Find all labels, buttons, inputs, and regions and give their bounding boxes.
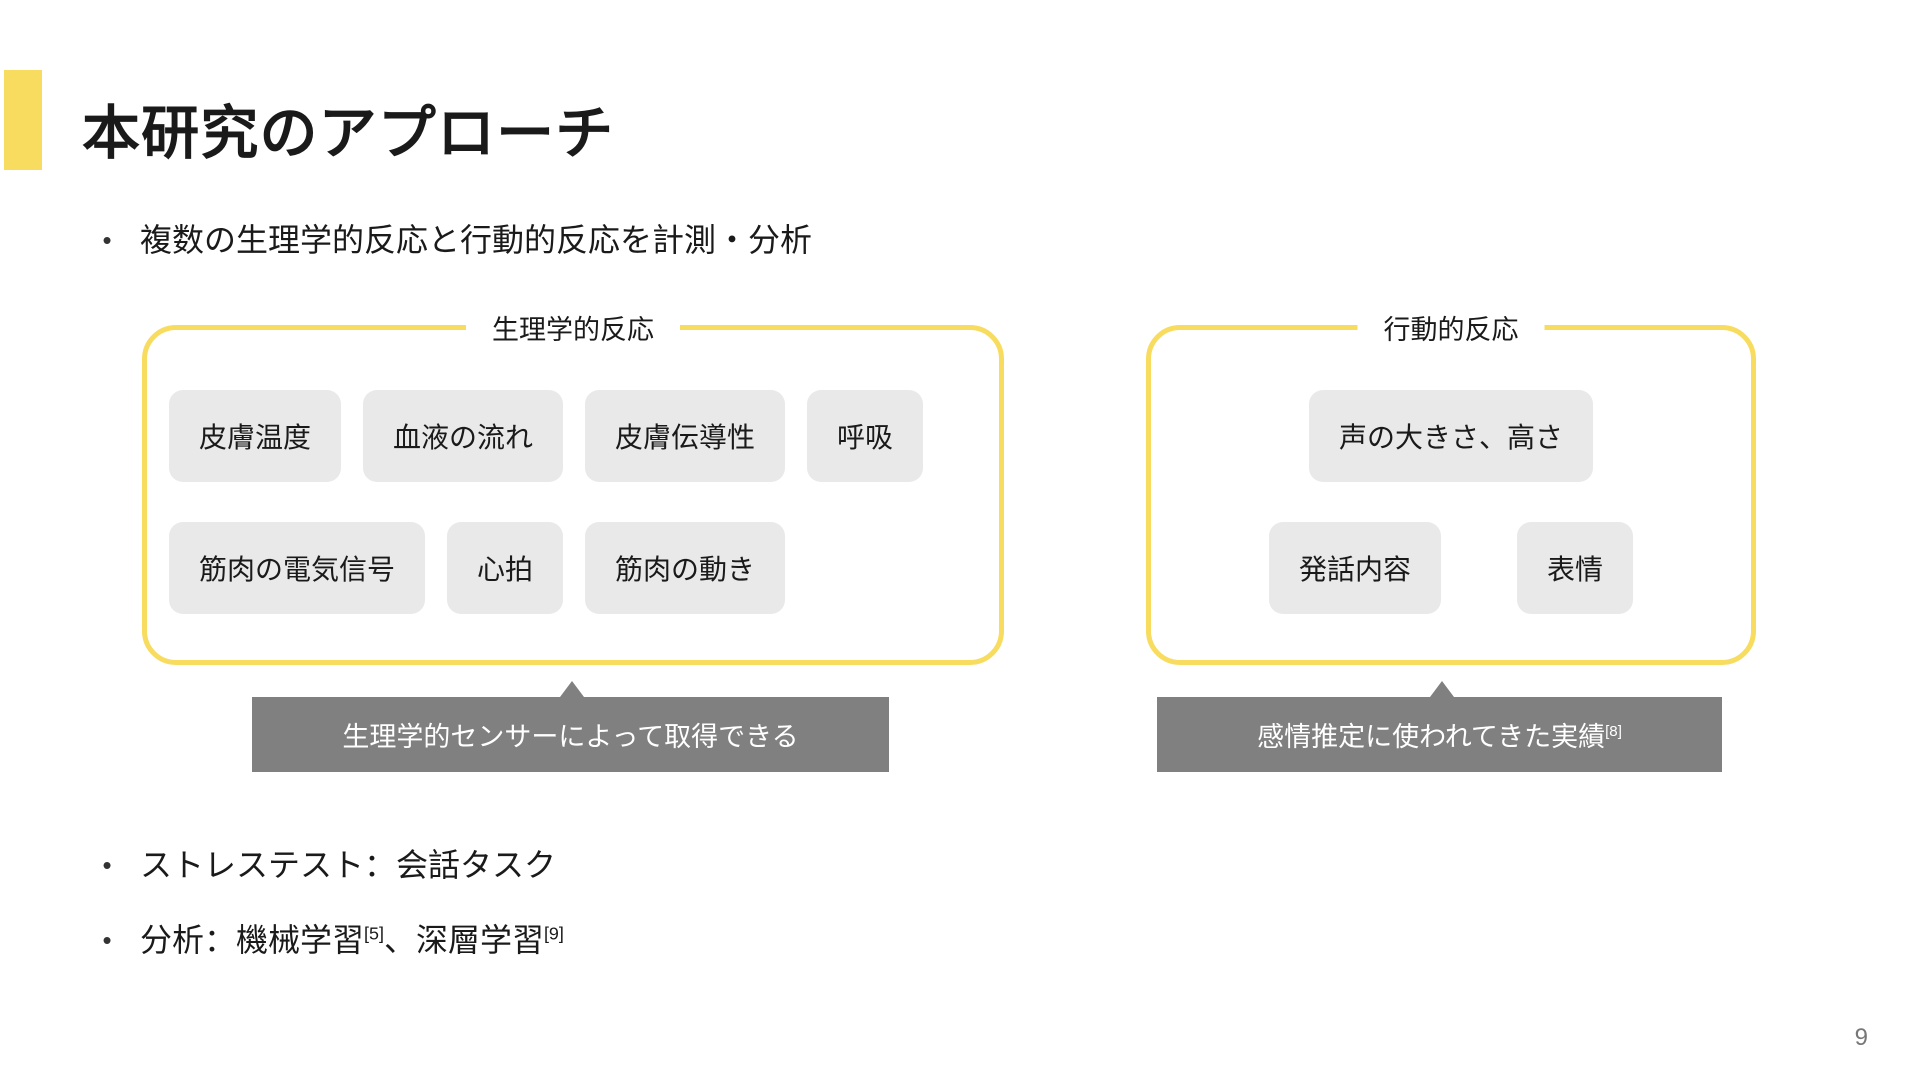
citation-ref: [8] bbox=[1605, 723, 1622, 740]
bullet-item-approach: • 複数の生理学的反応と行動的反応を計測・分析 bbox=[96, 220, 812, 260]
bullet-label: ストレステスト：会話タスク bbox=[140, 847, 557, 883]
callout-behavioral: 感情推定に使われてきた実績[8] bbox=[1157, 681, 1722, 772]
chip-row-physiological-1: 皮膚温度 血液の流れ 皮膚伝導性 呼吸 bbox=[169, 390, 924, 482]
bullet-marker: • bbox=[102, 225, 112, 255]
chip-item: 発話内容 bbox=[1268, 522, 1441, 614]
bullet-item-stress-test: • ストレステスト：会話タスク bbox=[96, 845, 556, 885]
bullet-label: 分析：機械学習[5]、深層学習[9] bbox=[140, 922, 564, 958]
bullet-label: 複数の生理学的反応と行動的反応を計測・分析 bbox=[140, 222, 813, 258]
callout-arrow-icon bbox=[1430, 681, 1454, 697]
bullet-item-analysis: • 分析：機械学習[5]、深層学習[9] bbox=[96, 920, 564, 960]
callout-arrow-icon bbox=[560, 681, 584, 697]
chip-item: 筋肉の電気信号 bbox=[169, 522, 426, 614]
callout-label: 感情推定に使われてきた実績[8] bbox=[1257, 722, 1622, 752]
chip-item: 心拍 bbox=[447, 522, 564, 614]
chip-item: 血液の流れ bbox=[363, 390, 564, 482]
chip-row-behavioral-1: 声の大きさ、高さ bbox=[1151, 390, 1751, 482]
chip-row-physiological-2: 筋肉の電気信号 心拍 筋肉の動き bbox=[169, 522, 786, 614]
page-number: 9 bbox=[1854, 1024, 1868, 1051]
group-label-behavioral: 行動的反応 bbox=[1357, 308, 1545, 352]
title-accent-bar bbox=[4, 70, 42, 170]
callout-label: 生理学的センサーによって取得できる bbox=[342, 722, 799, 752]
group-behavioral: 行動的反応 声の大きさ、高さ 発話内容 表情 bbox=[1146, 308, 1756, 665]
bullet-marker: • bbox=[102, 850, 112, 880]
page-title: 本研究のアプローチ bbox=[82, 100, 615, 166]
group-physiological: 生理学的反応 皮膚温度 血液の流れ 皮膚伝導性 呼吸 筋肉の電気信号 心拍 筋肉… bbox=[142, 308, 1004, 665]
chip-item: 呼吸 bbox=[807, 390, 924, 482]
chip-item: 声の大きさ、高さ bbox=[1308, 390, 1593, 482]
chip-item: 皮膚温度 bbox=[169, 390, 342, 482]
chip-item: 皮膚伝導性 bbox=[585, 390, 786, 482]
chip-item: 筋肉の動き bbox=[585, 522, 786, 614]
bullet-marker: • bbox=[102, 925, 112, 955]
chip-row-behavioral-2: 発話内容 表情 bbox=[1151, 522, 1751, 614]
citation-ref: [9] bbox=[543, 923, 564, 944]
group-label-physiological: 生理学的反応 bbox=[466, 308, 680, 352]
citation-ref: [5] bbox=[364, 923, 384, 944]
chip-item: 表情 bbox=[1517, 522, 1634, 614]
callout-physiological: 生理学的センサーによって取得できる bbox=[252, 681, 889, 772]
